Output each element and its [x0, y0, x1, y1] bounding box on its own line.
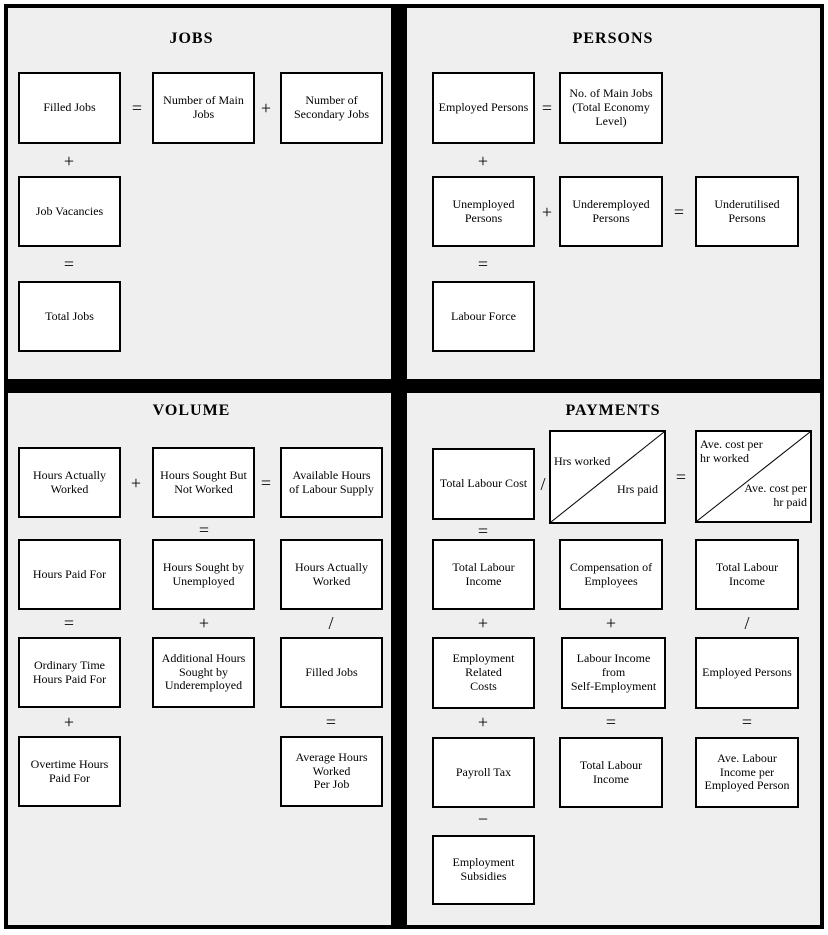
quadrant-title-volume: VOLUME [152, 402, 231, 419]
box-hrs-worked-over-hrs-paid: Hrs worked Hrs paid [549, 430, 666, 524]
operator-plus: + [63, 712, 75, 732]
operator-equals: = [477, 254, 489, 274]
vertical-divider [391, 4, 407, 929]
ratio-denominator-label: Ave. cost per hr paid [744, 481, 807, 509]
box-labour-income-from-self-employment: Labour Income from Self-Employment [561, 637, 666, 709]
operator-equals: = [63, 613, 75, 633]
quadrant-title-jobs: JOBS [169, 30, 214, 47]
operator-plus: + [130, 473, 142, 493]
box-hours-sought-but-not-worked: Hours Sought But Not Worked [152, 447, 255, 518]
box-hours-paid-for: Hours Paid For [18, 539, 121, 610]
box-number-of-main-jobs: Number of Main Jobs [152, 72, 255, 144]
quadrant-title-persons: PERSONS [572, 30, 654, 47]
operator-minus: − [477, 809, 489, 829]
box-employed-persons: Employed Persons [432, 72, 535, 144]
box-total-jobs: Total Jobs [18, 281, 121, 352]
box-total-labour-cost: Total Labour Cost [432, 448, 535, 520]
operator-plus: + [477, 613, 489, 633]
box-no-of-main-jobs-total-economy: No. of Main Jobs (Total Economy Level) [559, 72, 663, 144]
ratio-denominator-label: Hrs paid [617, 482, 658, 496]
operator-divide: / [328, 613, 334, 633]
operator-plus: + [605, 613, 617, 633]
operator-equals: = [605, 712, 617, 732]
box-hours-actually-worked: Hours Actually Worked [18, 447, 121, 518]
operator-plus: + [63, 151, 75, 171]
operator-divide: / [744, 613, 750, 633]
box-hours-actually-worked-2: Hours Actually Worked [280, 539, 383, 610]
box-ave-labour-income-per-employed-person: Ave. Labour Income per Employed Person [695, 737, 799, 808]
box-overtime-hours-paid-for: Overtime Hours Paid For [18, 736, 121, 807]
box-total-labour-income-2: Total Labour Income [695, 539, 799, 610]
box-hours-sought-by-unemployed: Hours Sought by Unemployed [152, 539, 255, 610]
box-total-labour-income: Total Labour Income [432, 539, 535, 610]
operator-plus: + [477, 712, 489, 732]
box-average-hours-worked-per-job: Average Hours Worked Per Job [280, 736, 383, 807]
operator-plus: + [198, 613, 210, 633]
box-number-of-secondary-jobs: Number of Secondary Jobs [280, 72, 383, 144]
box-unemployed-persons: Unemployed Persons [432, 176, 535, 247]
box-labour-force: Labour Force [432, 281, 535, 352]
box-compensation-of-employees: Compensation of Employees [559, 539, 663, 610]
operator-divide: / [540, 474, 546, 494]
horizontal-divider [4, 379, 824, 393]
operator-equals: = [675, 467, 687, 487]
outer-frame [4, 4, 824, 929]
box-job-vacancies: Job Vacancies [18, 176, 121, 247]
operator-equals: = [131, 98, 143, 118]
box-additional-hours-sought-by-underemployed: Additional Hours Sought by Underemployed [152, 637, 255, 708]
operator-equals: = [541, 98, 553, 118]
box-ordinary-time-hours-paid-for: Ordinary Time Hours Paid For [18, 637, 121, 708]
ratio-numerator-label: Ave. cost per hr worked [700, 437, 763, 465]
ratio-numerator-label: Hrs worked [554, 454, 611, 468]
operator-plus: + [260, 98, 272, 118]
operator-plus: + [541, 202, 553, 222]
operator-equals: = [260, 473, 272, 493]
box-underemployed-persons: Underemployed Persons [559, 176, 663, 247]
operator-equals: = [673, 202, 685, 222]
box-filled-jobs-2: Filled Jobs [280, 637, 383, 708]
operator-equals: = [198, 520, 210, 540]
operator-equals: = [741, 712, 753, 732]
box-employed-persons-2: Employed Persons [695, 637, 799, 709]
operator-equals: = [325, 712, 337, 732]
box-underutilised-persons: Underutilised Persons [695, 176, 799, 247]
box-employment-related-costs: Employment Related Costs [432, 637, 535, 709]
box-available-hours-of-labour-supply: Available Hours of Labour Supply [280, 447, 383, 518]
diagonal-line [551, 432, 664, 522]
diagonal-line [697, 432, 810, 521]
operator-equals: = [63, 254, 75, 274]
box-filled-jobs: Filled Jobs [18, 72, 121, 144]
box-ave-cost-per-hr-worked-over-paid: Ave. cost per hr worked Ave. cost per hr… [695, 430, 812, 523]
box-total-labour-income-3: Total Labour Income [559, 737, 663, 808]
operator-plus: + [477, 151, 489, 171]
operator-equals: = [477, 521, 489, 541]
box-employment-subsidies: Employment Subsidies [432, 835, 535, 905]
quadrant-title-payments: PAYMENTS [565, 402, 661, 419]
box-payroll-tax: Payroll Tax [432, 737, 535, 808]
